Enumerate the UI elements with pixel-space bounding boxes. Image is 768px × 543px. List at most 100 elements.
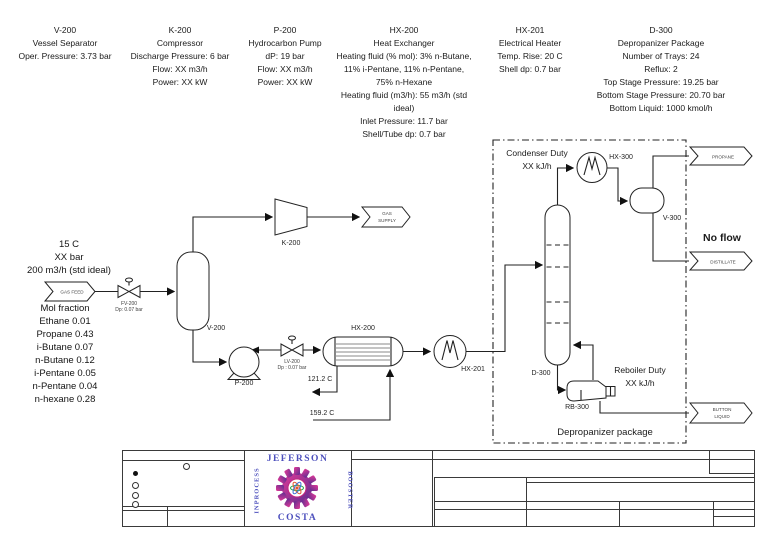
lv200-label: LV-200 Dp : 0.07 bar (272, 359, 312, 371)
no-flow-note: No flow (703, 232, 741, 244)
note-line: Bottom Liquid: 1000 kmol/h (609, 103, 713, 113)
gear-logo-icon (276, 467, 318, 509)
valve-name: LV-200 (284, 359, 300, 365)
title-block: JEFERSON COSTA INPROCESS BOOSTER (122, 450, 755, 527)
bottom-liquid-tag (688, 402, 753, 424)
note-line: Shell/Tube dp: 0.7 bar (362, 129, 446, 139)
v300-accumulator (629, 187, 665, 214)
p200-pump (228, 346, 260, 378)
feed-line: XX bar (54, 252, 84, 263)
note-line: Compressor (156, 38, 204, 48)
v200-label: V-200 (206, 325, 226, 332)
note-line: Electrical Heater (498, 38, 562, 48)
k200-label: K-200 (281, 240, 301, 247)
bottom-liquid-tag-label: BUTTON (713, 407, 732, 412)
note-line: Flow: XX m3/h (257, 64, 313, 74)
distillate-tag-label: DISTILLATE (710, 260, 735, 265)
d300-label: D-300 (531, 370, 551, 377)
note-line: Number of Trays: 24 (622, 51, 700, 61)
depropanizer-package-boundary (492, 139, 687, 444)
revision-dot (132, 492, 139, 499)
propane-tag (688, 146, 753, 166)
stream-tags: GAS FEED GAS SUPPLY PROPANE DISTILLATE B… (43, 146, 753, 424)
k200-compressor (274, 198, 308, 236)
hx201-label: HX-201 (461, 366, 485, 373)
feed-line: 15 C (58, 239, 80, 250)
note-line: Heating fluid (m3/h): 55 m3/h (std ideal… (340, 90, 468, 113)
note-line: Shell dp: 0.7 bar (499, 64, 561, 74)
hx200-exchanger (322, 336, 404, 367)
note-line: K-200 (168, 25, 192, 35)
note-line: D-300 (649, 25, 673, 35)
rb300-reboiler (566, 380, 616, 402)
note-line: P-200 (273, 25, 297, 35)
note-line: V-200 (53, 25, 77, 35)
note-line: HX-201 (515, 25, 545, 35)
note-line: Power: XX kW (257, 77, 313, 87)
logo-left-text: INPROCESS (253, 467, 261, 514)
d300-column (544, 204, 571, 366)
gas-feed-tag (43, 281, 96, 302)
gas-feed-tag-label: GAS FEED (60, 290, 84, 295)
pump-discharge-arrow (251, 346, 259, 354)
note-line: Heat Exchanger (373, 38, 435, 48)
equipment-shapes (117, 152, 665, 402)
hx201-heater (433, 335, 467, 368)
reboiler-duty-line: XX kJ/h (625, 378, 655, 388)
note-line: Flow: XX m3/h (152, 64, 208, 74)
feed-composition: Mol fraction Ethane 0.01 Propane 0.43 i-… (6, 302, 124, 406)
valve-name: FV-200 (120, 301, 138, 307)
lv200-valve (280, 335, 304, 357)
equipment-note-k200: K-200 Compressor Discharge Pressure: 6 b… (117, 24, 243, 89)
gas-supply-tag (360, 206, 411, 228)
equipment-note-d300: D-300 Depropanizer Package Number of Tra… (581, 24, 741, 115)
package-label: Depropanizer package (557, 427, 653, 438)
feed-composition-title: Mol fraction (40, 303, 90, 314)
note-line: Vessel Separator (32, 38, 98, 48)
v200-vessel (176, 251, 210, 331)
condenser-duty-note: Condenser Duty XX kJ/h (495, 147, 579, 173)
note-line: Discharge Pressure: 6 bar (130, 51, 230, 61)
note-line: Hydrocarbon Pump (248, 38, 322, 48)
revision-dot-filled (133, 471, 138, 476)
gas-supply-tag-label: SUPPLY (378, 218, 396, 223)
feed-composition-line: n-Pentane 0.04 (32, 381, 98, 392)
hot-fluid-outlet-temp: 121.2 C (307, 376, 333, 383)
logo-top-text: JEFERSON (266, 454, 329, 464)
feed-composition-line: n-hexane 0.28 (34, 394, 96, 405)
note-line: Heating fluid (% mol): 3% n-Butane, 11% … (336, 51, 472, 87)
hx200-label: HX-200 (351, 325, 375, 332)
reboiler-duty-line: Reboiler Duty (614, 365, 666, 375)
note-line: Bottom Stage Pressure: 20.70 bar (596, 90, 726, 100)
logo-right-text: BOOSTER (346, 471, 354, 510)
equipment-note-hx200: HX-200 Heat Exchanger Heating fluid (% m… (335, 24, 473, 141)
note-line: Temp. Rise: 20 C (497, 51, 563, 61)
rb300-label: RB-300 (565, 404, 589, 411)
note-line: Reflux: 2 (644, 64, 678, 74)
note-line: Oper. Pressure: 3.73 bar (18, 51, 112, 61)
feed-composition-line: Ethane 0.01 (39, 316, 91, 327)
bottom-liquid-tag-label: LIQUID (714, 414, 730, 419)
gas-supply-tag-label: GAS (382, 211, 392, 216)
logo-bottom-text: COSTA (277, 513, 318, 523)
hx300-condenser (576, 152, 608, 183)
feed-composition-line: Propane 0.43 (36, 329, 94, 340)
p200-label: P-200 (234, 380, 254, 387)
hot-fluid-inlet-temp: 159.2 C (309, 410, 335, 417)
feed-line: 200 m3/h (std ideal) (27, 265, 111, 276)
revision-dot (132, 501, 139, 508)
feed-composition-line: i-Pentane 0.05 (34, 368, 96, 379)
equipment-note-p200: P-200 Hydrocarbon Pump dP: 19 bar Flow: … (229, 24, 341, 89)
propane-tag-label: PROPANE (712, 155, 734, 160)
revision-dot (132, 482, 139, 489)
note-line: dP: 19 bar (265, 51, 305, 61)
equipment-note-hx201: HX-201 Electrical Heater Temp. Rise: 20 … (478, 24, 582, 76)
atom-icon (290, 481, 304, 495)
revision-dot (183, 463, 190, 470)
equipment-note-v200: V-200 Vessel Separator Oper. Pressure: 3… (2, 24, 128, 63)
v300-label: V-300 (662, 215, 682, 222)
note-line: Depropanizer Package (617, 38, 705, 48)
condenser-duty-line: XX kJ/h (522, 161, 552, 171)
note-line: Power: XX kW (152, 77, 208, 87)
